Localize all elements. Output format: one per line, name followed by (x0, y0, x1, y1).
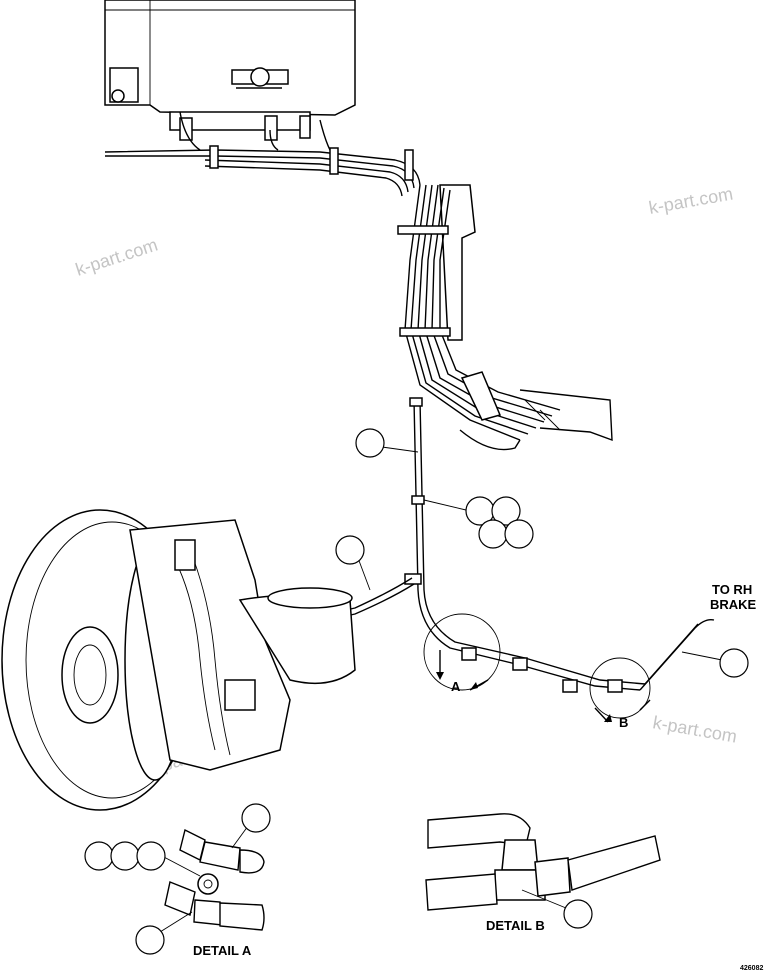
callout-circle (504, 519, 534, 549)
callout-circle (241, 803, 271, 833)
callout-circle (719, 648, 749, 678)
watermark-top-right: k-part.com (647, 183, 734, 217)
detail-a-drawing (164, 828, 265, 931)
callout-circle (478, 519, 508, 549)
to-rh-brake-label-line2: BRAKE (710, 597, 757, 612)
watermark-left: k-part.com (73, 235, 160, 280)
brake-valve-housing (104, 0, 356, 141)
callout-circle (135, 925, 165, 955)
callout-circle (335, 535, 365, 565)
detail-b-title: DETAIL B (486, 918, 545, 933)
to-rh-brake-label-line1: TO RH (712, 582, 752, 597)
callouts (84, 428, 749, 955)
callout-circle (355, 428, 385, 458)
detail-b-circle (589, 657, 651, 723)
watermark-bottom-right: k-part.com (651, 712, 738, 746)
callout-circle (563, 899, 593, 929)
detail-b-marker: B (619, 715, 628, 730)
vertical-hose-bundle (397, 184, 613, 451)
detail-b-drawing (425, 813, 661, 911)
callout-circle (110, 841, 140, 871)
figure-number: 426082 (740, 965, 763, 972)
callout-circle (84, 841, 114, 871)
callout-circle (491, 496, 521, 526)
detail-a-title: DETAIL A (193, 943, 252, 958)
upper-hose-bundle (104, 111, 421, 197)
callout-circle (136, 841, 166, 871)
detail-a-marker: A (451, 679, 461, 694)
detail-a-circle (423, 613, 501, 691)
brake-wheel-assembly (1, 509, 356, 811)
